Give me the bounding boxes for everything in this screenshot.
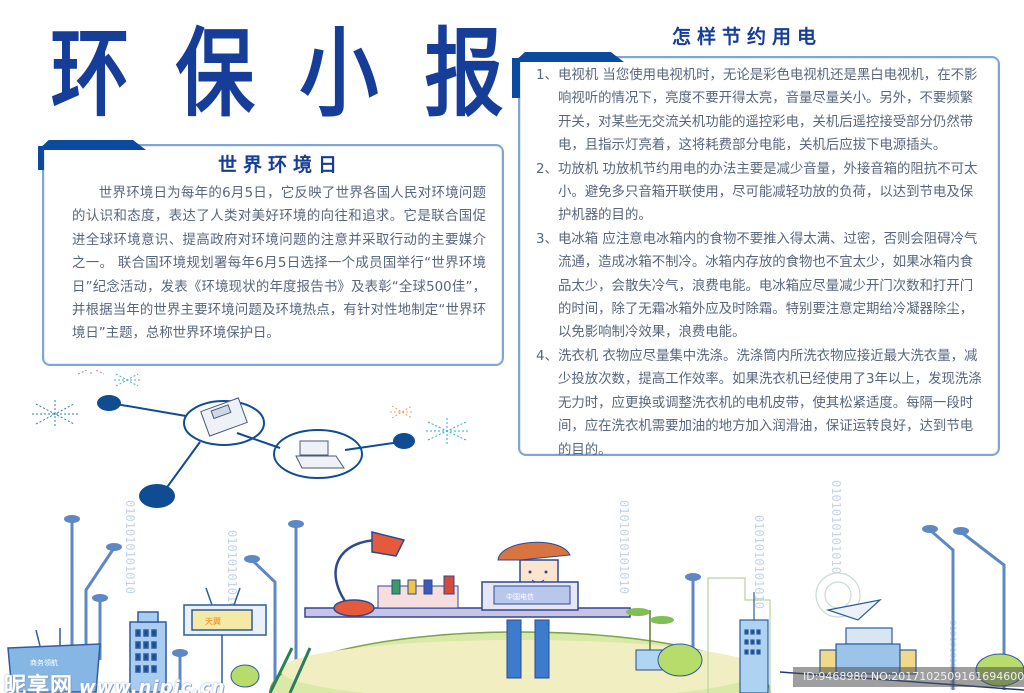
mobile-phone-icon (200, 397, 248, 437)
image-id-bar: ID:9468980 NO:20171025091616946000 (793, 667, 1024, 687)
masthead-char: 保 (175, 17, 255, 130)
tip-item-amplifier: 2、 功放机 功放机节约用电的办法主要是减少音量，外接音箱的阻抗不可太小。避免多… (536, 158, 984, 228)
desk-scene: 中国电信 (268, 531, 771, 693)
right-building (707, 577, 771, 693)
laptop-icon (295, 440, 345, 469)
world-environment-day-body: 世界环境日为每年的6月5日，它反映了世界各国人民对环境问题的认识和态度，表达了人… (72, 186, 486, 342)
svg-text:0101010101010: 0101010101010 (752, 515, 766, 609)
watermark-brand: 昵享网 (4, 674, 74, 693)
sparkle-icons (32, 370, 468, 444)
svg-text:0101010101010: 0101010101010 (617, 500, 631, 594)
panel-corner-bar (512, 58, 520, 98)
tip-item-washer: 4、 洗衣机 衣物应尽量集中洗涤。洗涤筒内所洗衣物应接近最大洗衣量，减少投放次数… (536, 345, 984, 462)
tip-text: 功放机 功放机节约用电的办法主要是减少音量，外接音箱的阻抗不可太小。避免多只音箱… (558, 161, 978, 224)
tip-text: 电视机 当您使用电视机时，无论是彩色电视机还是黑白电视机，在不影响视听的情况下，… (558, 68, 978, 154)
svg-text:0101010101010: 0101010101010 (123, 500, 137, 594)
panel-frame (518, 56, 1000, 456)
masthead-title: 环 保 小 报 (42, 18, 512, 130)
panel-corner-bar (38, 146, 44, 170)
masthead-char: 报 (424, 17, 504, 130)
masthead-char: 环 (50, 17, 130, 130)
desk-lamp-icon (333, 531, 406, 617)
city-illustration: 0101010101010 0101010101010 010101010101… (7, 370, 1024, 693)
tv-sign: 商务领航 (7, 628, 101, 693)
watermark-url: www.nipic.cn (79, 677, 226, 693)
lamp-heads (64, 515, 969, 657)
masthead-char: 小 (299, 17, 379, 130)
billboard-text: 天翼 (205, 617, 221, 626)
svg-text:中国电信: 中国电信 (506, 592, 534, 601)
world-environment-day-title: 世界环境日 (218, 154, 344, 176)
site-watermark: 昵享网 www.nipic.cn (4, 668, 226, 693)
books-icon (377, 575, 459, 609)
panel-frame (42, 144, 504, 366)
save-electricity-title: 怎样节约用电 (672, 26, 823, 48)
left-building (129, 611, 167, 693)
tip-number: 4、 (536, 348, 558, 364)
tip-number: 3、 (536, 231, 558, 247)
panel-corner-tab (38, 140, 146, 150)
plant-icon (626, 608, 674, 671)
tip-number: 2、 (536, 161, 558, 177)
billboard: 天翼 (183, 587, 267, 690)
lamp-posts (70, 520, 1006, 690)
computer-monitor-icon: 中国电信 (481, 581, 579, 611)
ladder-icon (268, 647, 312, 693)
save-electricity-list: 1、 电视机 当您使用电视机时，无论是彩色电视机还是黑白电视机，在不影响视听的情… (536, 64, 984, 462)
panel-corner-tab (514, 52, 624, 62)
satellite-dish-icon (815, 572, 917, 675)
tip-item-fridge: 3、 电冰箱 应注意电冰箱内的食物不要推入得太满、过密，否则会阻碍冷气流通，造成… (536, 228, 984, 345)
tip-number: 1、 (536, 68, 558, 83)
world-environment-day-panel (38, 140, 514, 374)
svg-text:0101010101010: 0101010101010 (829, 480, 843, 574)
network-diagram (109, 400, 401, 491)
save-electricity-panel (512, 52, 1010, 464)
tip-text: 洗衣机 衣物应尽量集中洗涤。洗涤筒内所洗衣物应接近最大洗衣量，减少投放次数，提高… (558, 348, 982, 458)
svg-text:商务领航: 商务领航 (30, 658, 58, 667)
tip-item-tv: 1、 电视机 当您使用电视机时，无论是彩色电视机还是黑白电视机，在不影响视听的情… (536, 64, 984, 158)
tip-text: 电冰箱 应注意电冰箱内的食物不要推入得太满、过密，否则会阻碍冷气流通，造成冰箱不… (558, 231, 978, 341)
